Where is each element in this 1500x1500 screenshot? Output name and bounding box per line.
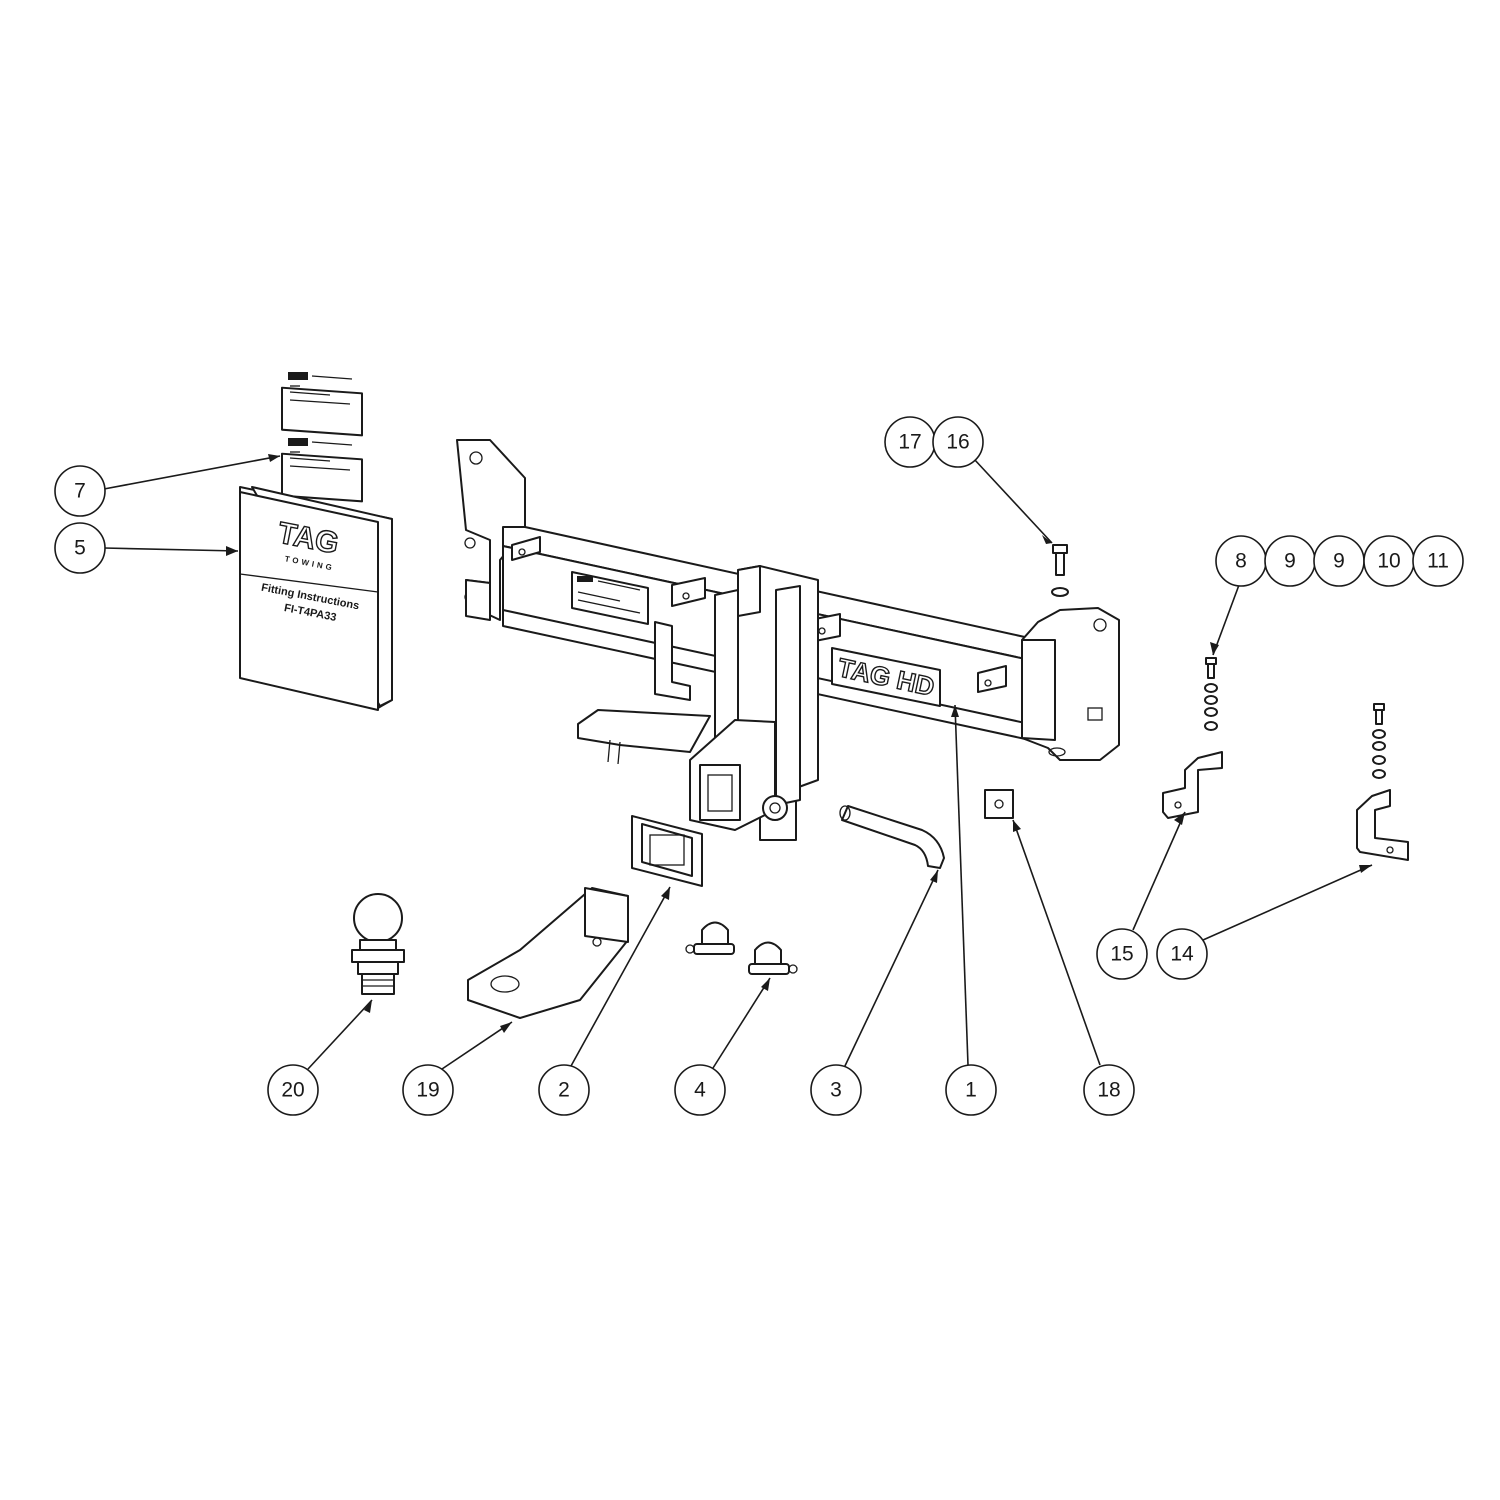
callout-7: 7: [54, 465, 106, 517]
callout-9b: 9: [1313, 535, 1365, 587]
svg-text:10: 10: [1377, 550, 1400, 573]
instruction-booklet: TAG TOWING Fitting Instructions FI-T4PA3…: [239, 486, 393, 711]
callout-15: 15: [1096, 928, 1148, 980]
tow-ball: [351, 893, 405, 995]
callout-balloons: 7 5 17 16 8 9 9 10 11 15 14 20 19 2 4 3 …: [54, 416, 1464, 1116]
callout-3: 3: [810, 1064, 862, 1116]
svg-text:4: 4: [694, 1079, 706, 1102]
svg-text:9: 9: [1284, 550, 1296, 573]
callout-17: 17: [884, 416, 936, 468]
callout-9a: 9: [1264, 535, 1316, 587]
svg-text:7: 7: [74, 480, 86, 503]
ball-mount-tongue: [467, 887, 629, 1019]
callout-1: 1: [945, 1064, 997, 1116]
compliance-label-1: [281, 372, 363, 437]
bracket-hardware-15: [1162, 657, 1223, 819]
svg-text:9: 9: [1333, 550, 1345, 573]
callout-18: 18: [1083, 1064, 1135, 1116]
leader-lines: [103, 454, 1373, 1070]
compliance-label-stickers: [281, 372, 363, 503]
callout-19: 19: [402, 1064, 454, 1116]
callout-2: 2: [538, 1064, 590, 1116]
svg-text:20: 20: [281, 1079, 304, 1102]
shackle-1: [685, 921, 735, 955]
callout-5: 5: [54, 522, 106, 574]
callout-4: 4: [674, 1064, 726, 1116]
callout-20: 20: [267, 1064, 319, 1116]
svg-text:14: 14: [1170, 943, 1194, 966]
svg-text:5: 5: [74, 537, 86, 560]
svg-text:17: 17: [898, 431, 921, 454]
rated-shackles: [685, 921, 798, 975]
callout-11: 11: [1412, 535, 1464, 587]
callout-10: 10: [1363, 535, 1415, 587]
callout-16: 16: [932, 416, 984, 468]
hitch-pin: [839, 805, 945, 869]
svg-text:16: 16: [946, 431, 969, 454]
svg-text:15: 15: [1110, 943, 1133, 966]
spacer-plate: [984, 789, 1014, 819]
svg-text:11: 11: [1427, 550, 1449, 573]
compliance-label-2: [281, 438, 363, 503]
towbar-main-frame: TAG HD: [456, 439, 1120, 841]
svg-text:8: 8: [1235, 550, 1247, 573]
shackle-2: [748, 941, 798, 975]
svg-text:19: 19: [416, 1079, 439, 1102]
receiver-hitch-cover: [631, 815, 703, 887]
callout-8: 8: [1215, 535, 1267, 587]
svg-text:2: 2: [558, 1079, 570, 1102]
bracket-hardware-14: [1356, 703, 1409, 861]
callout-14: 14: [1156, 928, 1208, 980]
svg-text:1: 1: [965, 1079, 977, 1102]
bolt-and-washer-16-17: [1051, 544, 1069, 597]
svg-text:18: 18: [1097, 1079, 1120, 1102]
svg-text:3: 3: [830, 1079, 842, 1102]
